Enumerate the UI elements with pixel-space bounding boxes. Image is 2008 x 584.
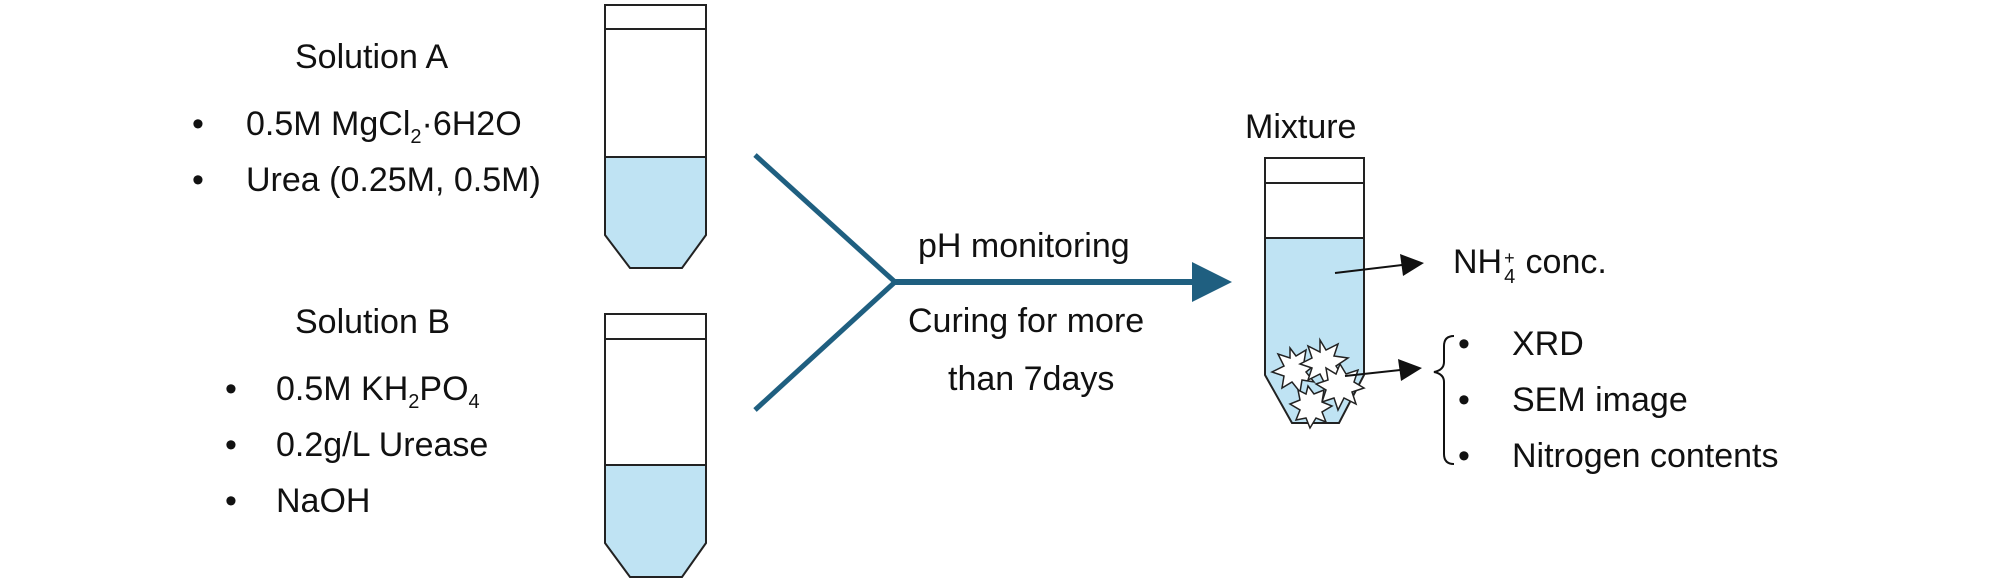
mixture-title: Mixture (1245, 108, 1357, 146)
mgcl2-text: 0.5M MgCl (246, 105, 411, 143)
analysis-xrd: XRD (1512, 325, 1584, 363)
merge-arrow (753, 153, 1232, 412)
bullet: • (192, 105, 204, 143)
kh2po4-mid: PO (419, 370, 469, 408)
bullet: • (225, 426, 237, 464)
kh2po4-subscript-2: 4 (468, 390, 480, 413)
process-label-duration: than 7days (948, 360, 1115, 398)
bullet: • (1458, 325, 1470, 363)
tube-a (604, 4, 707, 269)
solution-a-item-urea: Urea (0.25M, 0.5M) (246, 161, 541, 199)
tube-b-liquid (605, 465, 706, 577)
tube-a-liquid (605, 157, 706, 268)
bullet: • (225, 370, 237, 408)
kh2po4-subscript-1: 2 (408, 390, 420, 413)
solution-b-item-naoh: NaOH (276, 482, 371, 520)
mgcl2-hydrate: ·6H2O (421, 105, 522, 143)
solution-b-item-urease: 0.2g/L Urease (276, 426, 489, 464)
curly-brace (1433, 335, 1455, 465)
process-label-ph: pH monitoring (918, 227, 1130, 265)
nh4-conc-text: conc. (1516, 243, 1607, 281)
analysis-nitrogen: Nitrogen contents (1512, 437, 1779, 475)
solution-a-title: Solution A (295, 38, 449, 76)
process-label-curing: Curing for more (908, 302, 1145, 340)
analysis-arrow (1344, 359, 1422, 381)
nh4-subscript: 4 (1504, 266, 1516, 288)
kh2po4-text: 0.5M KH (276, 370, 409, 408)
bullet: • (192, 161, 204, 199)
arrow-head (1192, 262, 1232, 302)
bullet: • (1458, 437, 1470, 475)
solution-b-title: Solution B (295, 303, 450, 341)
tube-b (604, 313, 707, 578)
nh4-text: NH (1453, 243, 1503, 281)
nh4-concentration-label: NH+4 conc. (1453, 243, 1607, 287)
bullet: • (1458, 381, 1470, 419)
nh4-charge: + (1504, 248, 1515, 268)
mgcl2-subscript: 2 (410, 125, 422, 148)
bullet: • (225, 482, 237, 520)
solution-a-item-mgcl2: 0.5M MgCl2·6H2O (246, 105, 522, 147)
solution-b-item-kh2po4: 0.5M KH2PO4 (276, 370, 480, 412)
nh4-arrow (1334, 254, 1424, 276)
analysis-sem: SEM image (1512, 381, 1688, 419)
